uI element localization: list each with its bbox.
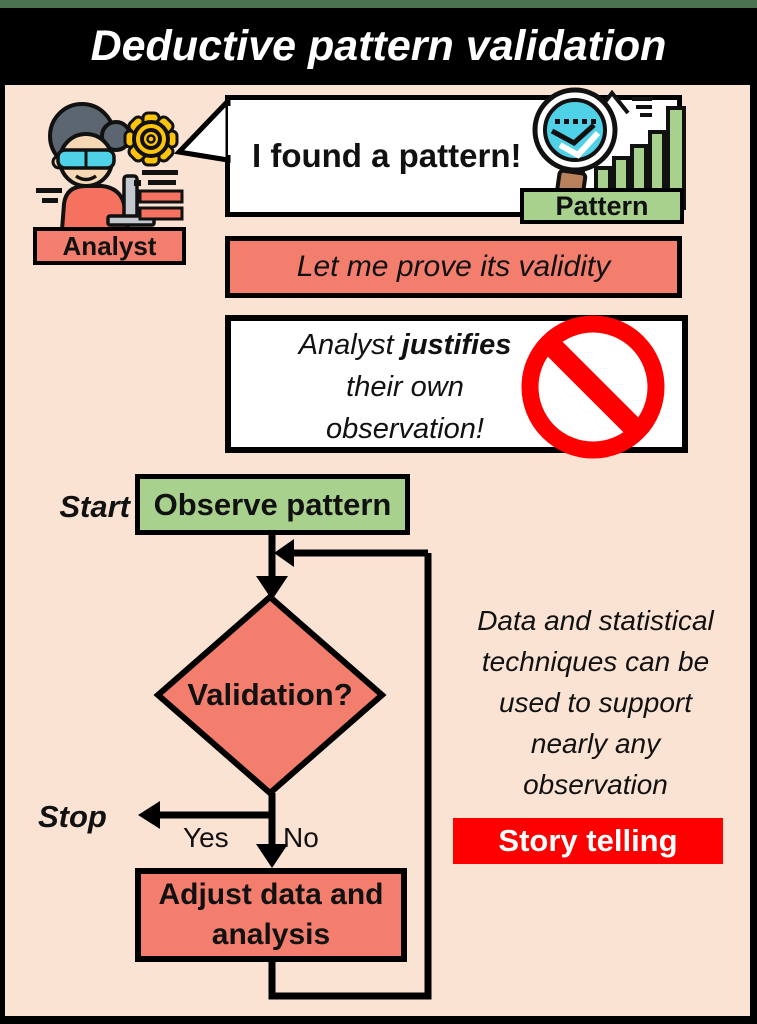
pattern-label-box: Pattern bbox=[520, 188, 684, 224]
analyst-at-laptop-icon bbox=[36, 102, 184, 232]
observe-pattern-label: Observe pattern bbox=[153, 486, 392, 522]
note-line: used to support bbox=[498, 687, 693, 718]
adjust-line-1: Adjust data and bbox=[158, 878, 384, 911]
justify-line-1: Analyst justifies bbox=[298, 329, 512, 361]
note-line: nearly any bbox=[530, 728, 661, 759]
story-telling-label: Story telling bbox=[498, 823, 678, 858]
trend-line bbox=[550, 123, 596, 147]
adjust-box: Adjust data and analysis bbox=[135, 868, 407, 962]
desk-line-icon bbox=[42, 198, 58, 203]
observe-pattern-box: Observe pattern bbox=[135, 474, 410, 535]
arrowhead-down-2 bbox=[256, 844, 288, 868]
smile bbox=[74, 174, 98, 182]
prove-validity-text: Let me prove its validity bbox=[296, 250, 611, 283]
stop-label: Stop bbox=[38, 799, 107, 834]
start-label: Start bbox=[59, 489, 130, 524]
white-check bbox=[558, 130, 601, 159]
analyst-label-box: Analyst bbox=[33, 227, 186, 265]
no-label: No bbox=[283, 822, 319, 853]
note-line: observation bbox=[523, 769, 668, 800]
desk-line-icon bbox=[36, 188, 62, 193]
report-lines-icon bbox=[134, 170, 184, 221]
loop-line bbox=[268, 553, 432, 1000]
page-title: Deductive pattern validation bbox=[90, 22, 667, 70]
justify-line-3: observation! bbox=[326, 413, 484, 445]
justify-line-2: their own bbox=[346, 371, 464, 403]
validation-diamond-label: Validation? bbox=[187, 677, 353, 712]
no-sign-icon bbox=[521, 315, 665, 459]
dotted-trend bbox=[555, 119, 596, 124]
justify-text: Analyst justifies their own observation! bbox=[240, 324, 570, 450]
speech-bubble-tail bbox=[173, 94, 240, 163]
analyst-label: Analyst bbox=[62, 230, 157, 261]
note-text: Data and statistical techniques can be u… bbox=[448, 600, 743, 805]
title-band: Deductive pattern validation bbox=[0, 8, 757, 85]
yes-label: Yes bbox=[183, 822, 229, 853]
magnifier-icon bbox=[532, 87, 618, 173]
speech-text: I found a pattern! bbox=[252, 137, 522, 174]
adjust-line-2: analysis bbox=[211, 918, 331, 951]
story-telling-box: Story telling bbox=[453, 818, 723, 864]
validation-diamond bbox=[153, 593, 387, 797]
arrowhead-left-stop bbox=[138, 801, 160, 829]
note-line: techniques can be bbox=[481, 646, 710, 677]
note-line: Data and statistical bbox=[477, 605, 714, 636]
gear-icon bbox=[123, 111, 179, 167]
prove-validity-box: Let me prove its validity bbox=[225, 236, 682, 298]
arrowhead-left-feedback bbox=[274, 539, 294, 567]
top-green-strip bbox=[0, 0, 757, 8]
arrowhead-down-1 bbox=[256, 576, 288, 600]
pattern-label: Pattern bbox=[555, 190, 649, 221]
